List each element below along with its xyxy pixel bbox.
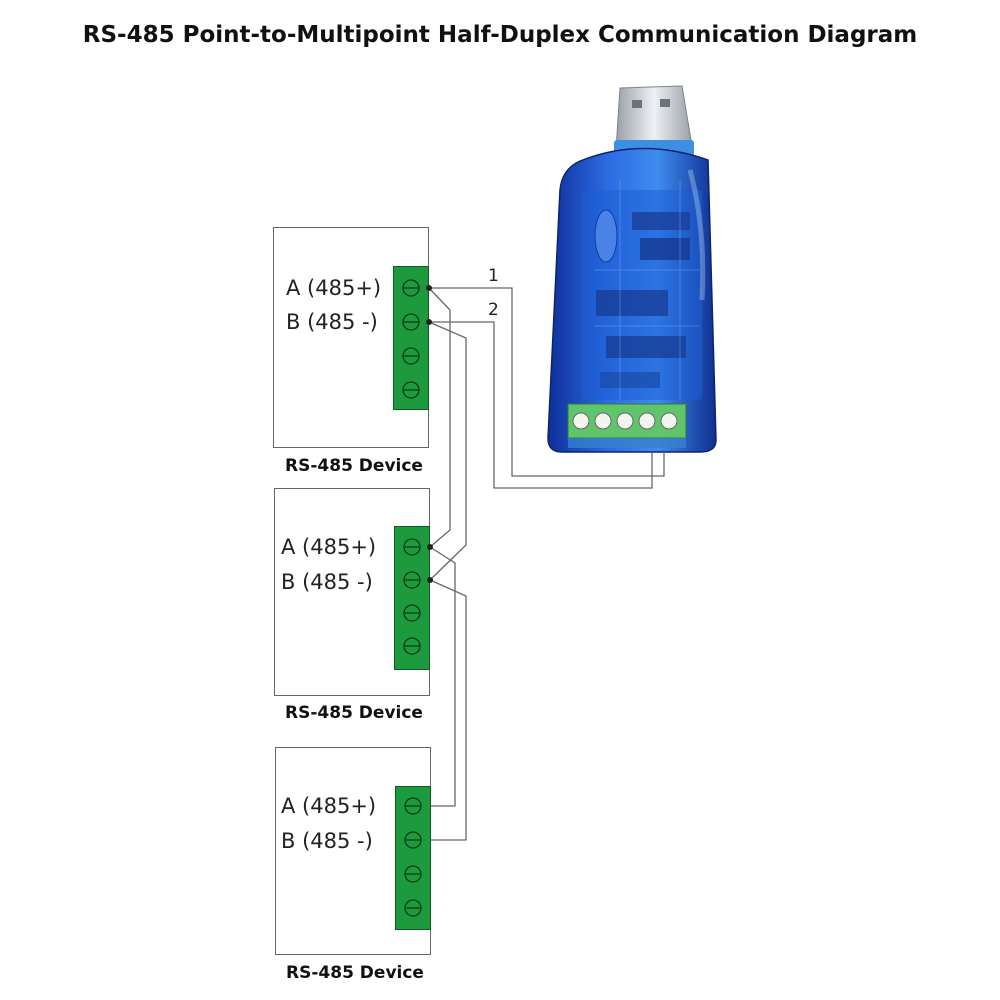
device-3-terminal-block <box>395 786 431 930</box>
usb-rs485-adapter <box>547 85 717 453</box>
device-2-label-b: B (485 -) <box>281 570 373 594</box>
wire-1-label: 1 <box>488 266 499 286</box>
screw-icon <box>404 865 422 883</box>
device-3-screws <box>404 797 422 917</box>
junction-dots <box>426 285 433 583</box>
screw-icon <box>404 899 422 917</box>
device-1-screws <box>402 279 420 399</box>
screw-icon <box>404 831 422 849</box>
screw-icon <box>402 381 420 399</box>
device-1-terminal-block <box>393 266 429 410</box>
wire-2 <box>429 321 653 489</box>
screw-icon <box>402 313 420 331</box>
bus-b-1-2 <box>428 321 467 581</box>
device-1-label-b: B (485 -) <box>286 310 378 334</box>
device-3-label-a: A (485+) <box>281 794 377 818</box>
screw-icon <box>402 279 420 297</box>
screw-icon <box>403 604 421 622</box>
wire-2-label: 2 <box>488 300 499 320</box>
bus-a-1-2 <box>428 287 451 548</box>
device-2-label-a: A (485+) <box>281 535 377 559</box>
device-1-label-a: A (485+) <box>286 276 382 300</box>
screw-icon <box>403 538 421 556</box>
device-2-caption: RS-485 Device <box>285 703 423 723</box>
device-3-caption: RS-485 Device <box>286 963 424 983</box>
device-1-caption: RS-485 Device <box>285 456 423 476</box>
screw-icon <box>403 571 421 589</box>
bus-b-2-3 <box>429 579 467 841</box>
screw-icon <box>403 637 421 655</box>
page-title: RS-485 Point-to-Multipoint Half-Duplex C… <box>82 22 918 48</box>
device-3-label-b: B (485 -) <box>281 829 373 853</box>
screw-icon <box>404 797 422 815</box>
bus-a-2-3 <box>429 546 456 807</box>
wire-1 <box>429 287 665 477</box>
screw-icon <box>402 347 420 365</box>
wiring <box>428 287 665 841</box>
device-2-screws <box>403 538 421 655</box>
